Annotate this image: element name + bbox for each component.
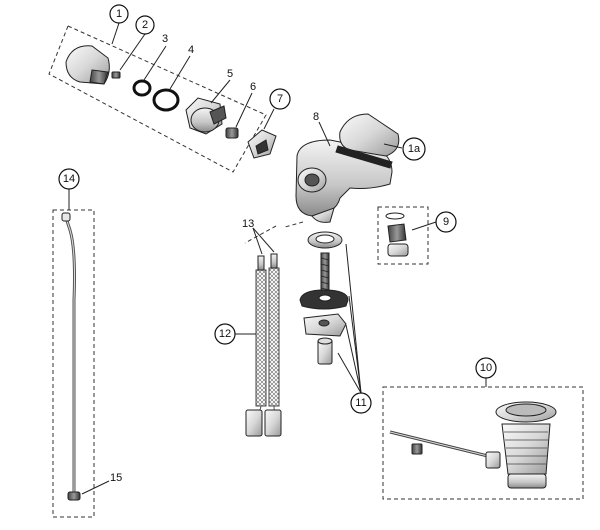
small-o-ring-part	[132, 79, 152, 97]
large-o-ring-part	[152, 88, 180, 112]
callout-6: 6	[250, 81, 256, 93]
svg-text:1: 1	[116, 8, 122, 20]
callout-13: 13	[242, 218, 254, 230]
svg-text:11: 11	[355, 397, 366, 409]
backnut-plate-part	[303, 313, 347, 337]
svg-text:8: 8	[313, 111, 319, 123]
callout-8: 8	[313, 111, 319, 123]
svg-text:9: 9	[443, 216, 449, 228]
callout-3: 3	[162, 33, 168, 45]
ceramic-cartridge-part	[185, 97, 227, 135]
svg-text:6: 6	[250, 81, 256, 93]
callout-10: 10	[475, 357, 497, 379]
flexible-hoses-part	[245, 253, 282, 437]
callout-12: 12	[214, 323, 236, 345]
svg-text:5: 5	[227, 68, 233, 80]
svg-text:2: 2	[142, 19, 148, 31]
cartridge-kit-group-box	[48, 25, 267, 173]
svg-text:7: 7	[277, 93, 283, 105]
pop-up-waste-part	[389, 401, 557, 489]
callout-4: 4	[188, 44, 194, 56]
backnut-part	[317, 337, 333, 365]
callout-7: 7	[269, 88, 291, 110]
lift-rod-part	[61, 212, 76, 494]
svg-text:1a: 1a	[408, 143, 421, 155]
svg-text:12: 12	[219, 328, 231, 340]
svg-text:15: 15	[110, 472, 122, 484]
callout-1a: 1a	[402, 137, 426, 161]
callout-1: 1	[109, 4, 129, 24]
horseshoe-washer-part	[299, 289, 349, 310]
lever-handle-part	[65, 45, 110, 85]
lift-rod-group-box	[52, 209, 95, 518]
connector-guide-line-2	[284, 221, 304, 228]
svg-text:10: 10	[480, 362, 492, 374]
aerator-part	[385, 212, 409, 257]
basin-mixer-body-part	[295, 113, 400, 223]
connector-guide-line	[244, 225, 277, 244]
svg-text:13: 13	[242, 218, 254, 230]
callout-2: 2	[135, 15, 155, 35]
callout-11: 11	[350, 392, 372, 414]
leader-lines	[68, 22, 487, 495]
waste-group-box	[382, 386, 584, 500]
callout-14: 14	[58, 168, 80, 190]
lift-rod-knob-part	[67, 491, 81, 501]
svg-text:4: 4	[188, 44, 194, 56]
fixing-washer-part	[307, 231, 343, 249]
callout-5: 5	[227, 68, 233, 80]
nut-part	[225, 127, 239, 139]
grub-screw-part	[111, 71, 121, 79]
svg-text:14: 14	[63, 173, 75, 185]
spindle-adaptor-part	[247, 129, 277, 159]
svg-text:3: 3	[162, 33, 168, 45]
aerator-group-box	[377, 206, 429, 265]
callout-9: 9	[435, 211, 457, 233]
threaded-stud-part	[320, 252, 330, 296]
callout-15: 15	[110, 472, 122, 484]
